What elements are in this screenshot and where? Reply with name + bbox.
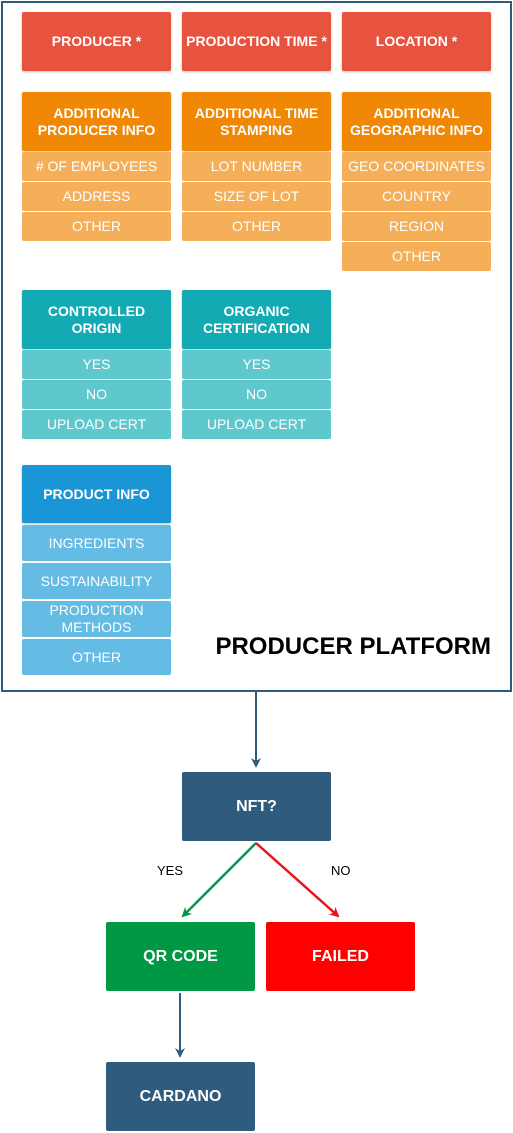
yes-arrow: [181, 842, 257, 918]
origin-yes-item[interactable]: YES: [22, 350, 171, 379]
nft-decision-box[interactable]: NFT?: [182, 772, 331, 841]
country-item[interactable]: COUNTRY: [342, 182, 491, 211]
production-methods-item[interactable]: PRODUCTION METHODS: [22, 601, 171, 637]
lot-number-item[interactable]: LOT NUMBER: [182, 152, 331, 181]
geo-other-item[interactable]: OTHER: [342, 242, 491, 271]
geo-coordinates-item[interactable]: GEO COORDINATES: [342, 152, 491, 181]
failed-box[interactable]: FAILED: [266, 922, 415, 991]
producer-required-box[interactable]: PRODUCER *: [22, 12, 171, 71]
additional-geographic-info-header: ADDITIONAL GEOGRAPHIC INFO: [342, 92, 491, 151]
region-item[interactable]: REGION: [342, 212, 491, 241]
employees-item[interactable]: # OF EMPLOYEES: [22, 152, 171, 181]
organic-yes-item[interactable]: YES: [182, 350, 331, 379]
ingredients-item[interactable]: INGREDIENTS: [22, 525, 171, 561]
organic-no-item[interactable]: NO: [182, 380, 331, 409]
product-other-item[interactable]: OTHER: [22, 639, 171, 675]
sustainability-item[interactable]: SUSTAINABILITY: [22, 563, 171, 599]
producer-other-item[interactable]: OTHER: [22, 212, 171, 241]
additional-time-stamping-header: ADDITIONAL TIME STAMPING: [182, 92, 331, 151]
organic-upload-cert-item[interactable]: UPLOAD CERT: [182, 410, 331, 439]
production-time-required-box[interactable]: PRODUCTION TIME *: [182, 12, 331, 71]
size-of-lot-item[interactable]: SIZE OF LOT: [182, 182, 331, 211]
location-required-box[interactable]: LOCATION *: [342, 12, 491, 71]
yes-label: YES: [157, 863, 184, 878]
additional-producer-info-header: ADDITIONAL PRODUCER INFO: [22, 92, 171, 151]
platform-title: PRODUCER PLATFORM: [215, 633, 491, 660]
controlled-origin-header: CONTROLLED ORIGIN: [22, 290, 171, 349]
organic-certification-header: ORGANIC CERTIFICATION: [182, 290, 331, 349]
cardano-box[interactable]: CARDANO: [106, 1062, 255, 1131]
time-other-item[interactable]: OTHER: [182, 212, 331, 241]
origin-upload-cert-item[interactable]: UPLOAD CERT: [22, 410, 171, 439]
address-item[interactable]: ADDRESS: [22, 182, 171, 211]
no-label: NO: [331, 863, 351, 878]
no-arrow: [255, 842, 340, 918]
product-info-header: PRODUCT INFO: [22, 465, 171, 523]
qr-code-box[interactable]: QR CODE: [106, 922, 255, 991]
origin-no-item[interactable]: NO: [22, 380, 171, 409]
